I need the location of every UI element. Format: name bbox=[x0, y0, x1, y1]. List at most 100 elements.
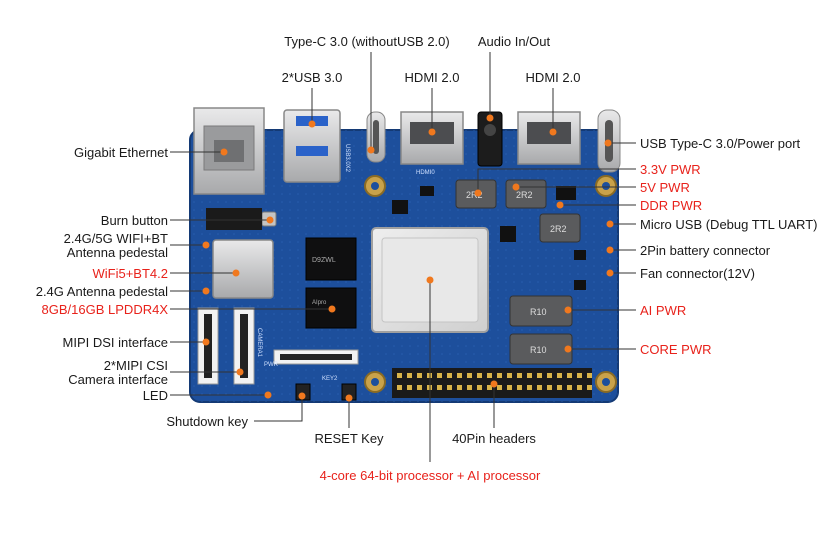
leader-dot-processor bbox=[426, 276, 434, 284]
label-processor: 4-core 64-bit processor + AI processor bbox=[319, 468, 541, 483]
inductor-label-2: 2R2 bbox=[516, 190, 533, 200]
label-ant24: 2.4G Antenna pedestal bbox=[35, 284, 168, 299]
header-pin bbox=[457, 385, 462, 390]
header-pin bbox=[517, 373, 522, 378]
leader-dot-audio bbox=[486, 114, 494, 122]
leader-dot-led bbox=[264, 391, 272, 399]
typec-port-top bbox=[366, 111, 386, 163]
label-core-pwr: CORE PWR bbox=[640, 342, 712, 357]
ai-silk: AIpro bbox=[312, 300, 327, 306]
header-pin bbox=[477, 373, 482, 378]
header-pin bbox=[397, 385, 402, 390]
label-micro-usb: Micro USB (Debug TTL UART) bbox=[640, 217, 818, 232]
header-pin bbox=[527, 373, 532, 378]
header-pin bbox=[557, 385, 562, 390]
label-burn: Burn button bbox=[100, 213, 168, 228]
led-silk: PWR bbox=[264, 362, 279, 368]
header-pin bbox=[397, 373, 402, 378]
leader-dot-usb-power bbox=[604, 139, 612, 147]
header-pin bbox=[587, 373, 592, 378]
inductor-label-5: R10 bbox=[530, 345, 547, 355]
leader-dot-csi bbox=[236, 368, 244, 376]
header-pin bbox=[507, 385, 512, 390]
wifi-module bbox=[212, 239, 274, 299]
header-pin bbox=[447, 385, 452, 390]
leader-dot-ethernet bbox=[220, 148, 228, 156]
leader-dot-mipi-dsi bbox=[202, 338, 210, 346]
inductor-label-1: 2R2 bbox=[466, 190, 483, 200]
label-ethernet: Gigabit Ethernet bbox=[74, 145, 168, 160]
label-usb-power: USB Type-C 3.0/Power port bbox=[640, 136, 801, 151]
leader-dot-ant24 bbox=[202, 287, 210, 295]
header-pin bbox=[417, 385, 422, 390]
label-wifi: WiFi5+BT4.2 bbox=[92, 266, 169, 281]
header-pin bbox=[507, 373, 512, 378]
label-40pin: 40Pin headers bbox=[452, 431, 536, 446]
leader-dot-lpddr bbox=[328, 305, 336, 313]
usb3-port: USB3.0X2 bbox=[283, 109, 350, 183]
header-pin bbox=[447, 373, 452, 378]
label-hdmi-1: HDMI 2.0 bbox=[404, 70, 460, 85]
label-mipi-dsi: MIPI DSI interface bbox=[62, 335, 168, 350]
label-csi-2: Camera interface bbox=[68, 372, 168, 387]
usb-silk: USB3.0X2 bbox=[344, 144, 350, 173]
leader-dot-hdmi2 bbox=[549, 128, 557, 136]
leader-dot-hdmi1 bbox=[428, 128, 436, 136]
header-pin bbox=[467, 373, 472, 378]
header-pin bbox=[527, 385, 532, 390]
label-audio: Audio In/Out bbox=[477, 34, 551, 49]
leader-dot-shutdown bbox=[298, 392, 306, 400]
label-csi-1: 2*MIPI CSI bbox=[103, 358, 168, 373]
header-pin bbox=[537, 385, 542, 390]
label-wifi-ant-1: 2.4G/5G WIFI+BT bbox=[63, 231, 168, 246]
header-pin bbox=[437, 373, 442, 378]
leader-line-pwr33 bbox=[477, 168, 636, 193]
key-silk: KEY2 bbox=[322, 376, 338, 382]
hdmi-silk: HDMI0 bbox=[416, 170, 435, 176]
header-pin bbox=[537, 373, 542, 378]
header-pin bbox=[497, 373, 502, 378]
header-pin bbox=[417, 373, 422, 378]
header-pin bbox=[557, 373, 562, 378]
ram-text-1: D9ZWL bbox=[312, 257, 336, 264]
leader-dot-typec-top bbox=[367, 146, 375, 154]
leader-line-shutdown bbox=[254, 396, 303, 422]
inductor-label-3: 2R2 bbox=[550, 224, 567, 234]
leader-dot-battery bbox=[606, 246, 614, 254]
label-hdmi-2: HDMI 2.0 bbox=[525, 70, 581, 85]
label-typec-top: Type-C 3.0 (withoutUSB 2.0) bbox=[284, 34, 450, 49]
label-reset: RESET Key bbox=[314, 431, 384, 446]
header-pin bbox=[567, 385, 572, 390]
label-usb3: 2*USB 3.0 bbox=[281, 70, 343, 85]
leader-dot-wifi-ant bbox=[202, 241, 210, 249]
header-pin bbox=[547, 373, 552, 378]
leader-dot-pwr33 bbox=[474, 189, 482, 197]
leader-dot-fan bbox=[606, 269, 614, 277]
header-pin bbox=[577, 373, 582, 378]
camera-silk: CAMERA1 bbox=[256, 328, 262, 358]
header-pin bbox=[477, 385, 482, 390]
inductor-label-4: R10 bbox=[530, 307, 547, 317]
small-header bbox=[206, 208, 262, 230]
leader-dot-micro-usb bbox=[606, 220, 614, 228]
label-lpddr: 8GB/16GB LPDDR4X bbox=[41, 302, 168, 317]
header-pin bbox=[437, 385, 442, 390]
label-fan: Fan connector(12V) bbox=[640, 266, 755, 281]
header-pin bbox=[457, 373, 462, 378]
leader-dot-burn bbox=[266, 216, 274, 224]
header-pin bbox=[517, 385, 522, 390]
leader-dot-pwr5 bbox=[512, 183, 520, 191]
header-pin bbox=[467, 385, 472, 390]
leader-dot-pin40 bbox=[490, 380, 498, 388]
leader-dot-reset bbox=[345, 394, 353, 402]
mipi-connectors: CAMERA1 bbox=[197, 307, 359, 385]
header-pin bbox=[567, 373, 572, 378]
ethernet-port bbox=[193, 107, 265, 195]
hdmi-port-2 bbox=[517, 111, 581, 165]
leader-dot-ddr-pwr bbox=[556, 201, 564, 209]
header-pin bbox=[577, 385, 582, 390]
label-pwr33: 3.3V PWR bbox=[640, 162, 701, 177]
leader-dot-core-pwr bbox=[564, 345, 572, 353]
